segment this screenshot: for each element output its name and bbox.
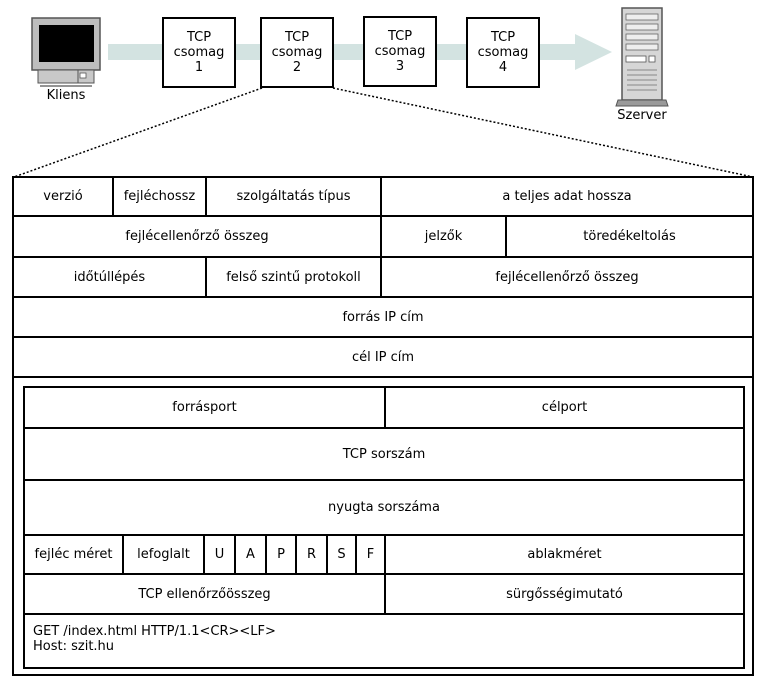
client-computer-icon [30,16,102,88]
tcp-packet-4: TCP csomag 4 [466,17,540,88]
ip-header-checksum-a: fejlécellenőrző összeg [12,215,382,258]
ip-destination-address: cél IP cím [12,336,754,378]
ip-version: verzió [12,176,114,217]
tcp-packet-1: TCP csomag 1 [162,17,236,88]
ip-total-length: a teljes adat hossza [380,176,754,217]
client-label: Kliens [46,88,86,103]
tcp-flag-a: A [234,534,267,575]
tcp-sequence-number: TCP sorszám [23,427,745,481]
tcp-payload: GET /index.html HTTP/1.1<CR><LF> Host: s… [23,613,745,669]
packet-line-1: TCP [387,29,413,44]
tcp-header-size: fejléc méret [23,534,124,575]
tcp-urgent-pointer: sürgősségimutató [384,573,745,615]
tcp-flag-s: S [326,534,357,575]
ip-header-checksum-b: fejlécellenőrző összeg [380,256,754,298]
packet-line-3: 3 [395,59,405,74]
tcp-destination-port: célport [384,386,745,429]
zoom-line-right [332,87,754,178]
tcp-packet-2: TCP csomag 2 [260,17,334,88]
packet-line-3: 4 [498,60,508,75]
server-icon [612,4,672,108]
ip-source-address: forrás IP cím [12,296,754,338]
packet-line-2: csomag [374,44,426,59]
ip-service-type: szolgáltatás típus [205,176,382,217]
tcp-checksum: TCP ellenőrzőösszeg [23,573,386,615]
ip-ttl: időtúllépés [12,256,207,298]
tcp-flag-r: R [295,534,328,575]
packet-line-2: csomag [477,45,529,60]
tcp-window-size: ablakméret [384,534,745,575]
ip-flags: jelzők [380,215,507,258]
tcp-packet-3: TCP csomag 3 [363,16,437,87]
ip-header-length: fejléchossz [112,176,207,217]
packet-line-2: csomag [173,45,225,60]
payload-request-line: GET /index.html HTTP/1.1<CR><LF> [33,624,276,639]
ip-fragment-offset: töredékeltolás [505,215,754,258]
tcp-flag-p: P [265,534,297,575]
packet-line-1: TCP [490,30,516,45]
server-label: Szerver [617,108,667,123]
payload-host-line: Host: szit.hu [33,639,115,654]
packet-line-3: 1 [194,60,204,75]
tcp-flag-f: F [355,534,386,575]
tcp-reserved: lefoglalt [122,534,205,575]
packet-line-1: TCP [284,30,310,45]
packet-line-1: TCP [186,30,212,45]
packet-line-3: 2 [292,60,302,75]
transfer-arrow [108,34,612,70]
tcp-flag-u: U [203,534,236,575]
tcp-ack-number: nyugta sorszáma [23,479,745,536]
packet-line-2: csomag [271,45,323,60]
ip-protocol: felső szintű protokoll [205,256,382,298]
tcp-source-port: forrásport [23,386,386,429]
